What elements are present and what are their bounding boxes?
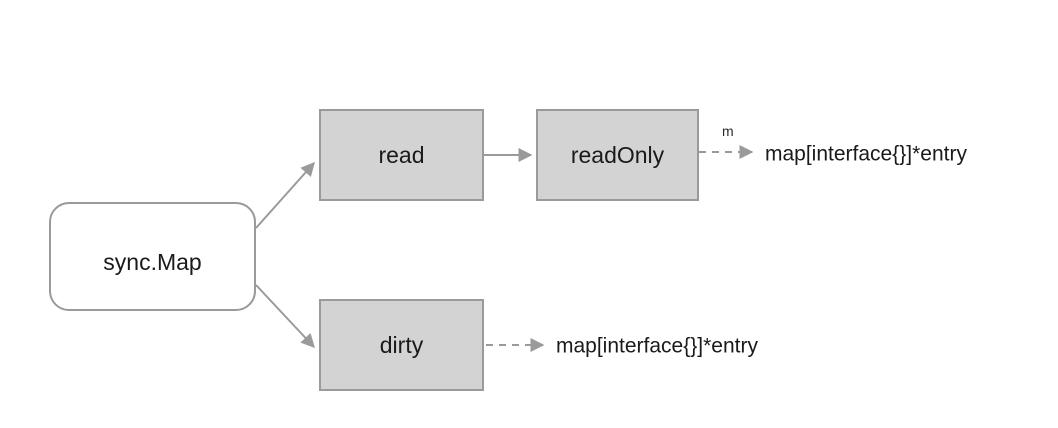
node-read-only[interactable]: readOnly xyxy=(536,109,699,201)
node-sync-map-shape xyxy=(49,202,256,311)
node-read-only-shape xyxy=(536,109,699,201)
node-read-only-label: readOnly xyxy=(571,142,665,168)
edge-syncmap-to-read xyxy=(255,161,315,229)
type-label-readonly-map: map[interface{}]*entry xyxy=(765,143,967,166)
node-sync-map[interactable]: sync.Map xyxy=(49,202,256,311)
node-sync-map-label: sync.Map xyxy=(103,249,201,275)
edge-syncmap-to-dirty xyxy=(255,284,315,349)
node-dirty[interactable]: dirty xyxy=(319,299,484,391)
type-label-dirty-map: map[interface{}]*entry xyxy=(556,335,758,358)
edge-label-m: m xyxy=(722,123,734,139)
node-read-label: read xyxy=(378,142,424,168)
node-dirty-label: dirty xyxy=(380,332,424,358)
node-read[interactable]: read xyxy=(319,109,484,201)
node-read-shape xyxy=(319,109,484,201)
node-dirty-shape xyxy=(319,299,484,391)
